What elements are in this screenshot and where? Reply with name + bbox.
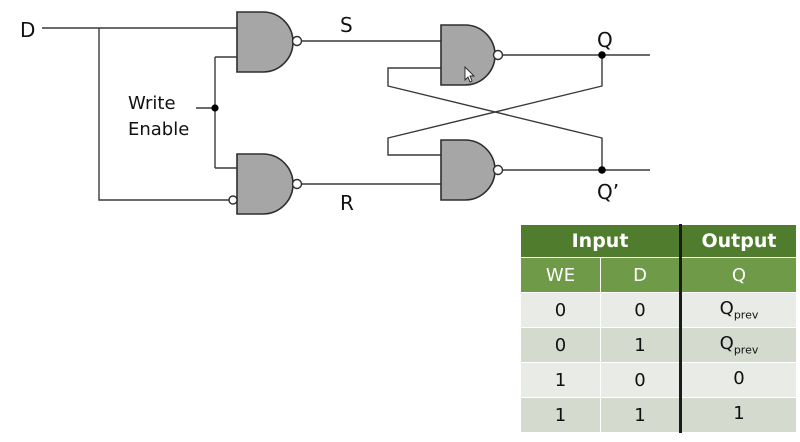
header-output: Output: [679, 224, 797, 258]
cell-d: 1: [600, 327, 681, 363]
nand-gate-r: [228, 153, 303, 215]
cell-q: 0: [679, 362, 797, 398]
wire-d-branch: [98, 28, 231, 201]
table-row: 0 0 Qprev: [520, 292, 797, 328]
cell-q-sub: prev: [733, 308, 759, 322]
mouse-pointer-icon: [464, 65, 476, 83]
nand-gate-s: [236, 11, 303, 73]
table-row: 0 1 Qprev: [520, 327, 797, 363]
nand-gate-latch-bottom: [440, 139, 504, 201]
label-enable: Enable: [128, 119, 189, 140]
wires: [42, 27, 650, 201]
truth-table-column-header: WE D Q: [520, 257, 797, 293]
cell-q-main: Q: [719, 333, 734, 355]
truth-table: Input Output WE D Q 0 0 Qprev 0 1 Qprev …: [520, 224, 797, 433]
label-r: R: [340, 191, 354, 215]
cell-we: 1: [520, 397, 601, 433]
cell-we: 0: [520, 292, 601, 328]
label-s: S: [340, 13, 353, 37]
label-d-input: D: [20, 18, 35, 42]
cell-d: 1: [600, 397, 681, 433]
table-row: 1 0 0: [520, 362, 797, 398]
junction-dot-write-enable: [211, 104, 219, 112]
table-row: 1 1 1: [520, 397, 797, 433]
label-write: Write: [128, 93, 176, 114]
label-q: Q: [597, 28, 613, 52]
wire-q-feedback: [387, 55, 603, 156]
cell-we: 0: [520, 327, 601, 363]
inverter-bubble-d: [228, 195, 238, 205]
column-d: D: [600, 257, 681, 293]
cell-q-main: 0: [733, 368, 745, 390]
cell-q-main: Q: [719, 298, 734, 320]
nand-gate-latch-top: [440, 24, 504, 86]
cell-q-main: 1: [733, 403, 745, 425]
junction-dot-q: [598, 51, 606, 59]
cell-q: Qprev: [679, 292, 797, 328]
label-q-bar: Q’: [597, 180, 619, 204]
header-input: Input: [520, 224, 681, 258]
junction-dot-qbar: [598, 166, 606, 174]
cell-q-sub: prev: [733, 343, 759, 357]
column-we: WE: [520, 257, 601, 293]
cell-we: 1: [520, 362, 601, 398]
cell-q: 1: [679, 397, 797, 433]
cell-d: 0: [600, 292, 681, 328]
cell-q: Qprev: [679, 327, 797, 363]
column-q: Q: [679, 257, 797, 293]
truth-table-group-header: Input Output: [520, 224, 797, 258]
wire-qbar-feedback: [387, 67, 603, 170]
cell-d: 0: [600, 362, 681, 398]
